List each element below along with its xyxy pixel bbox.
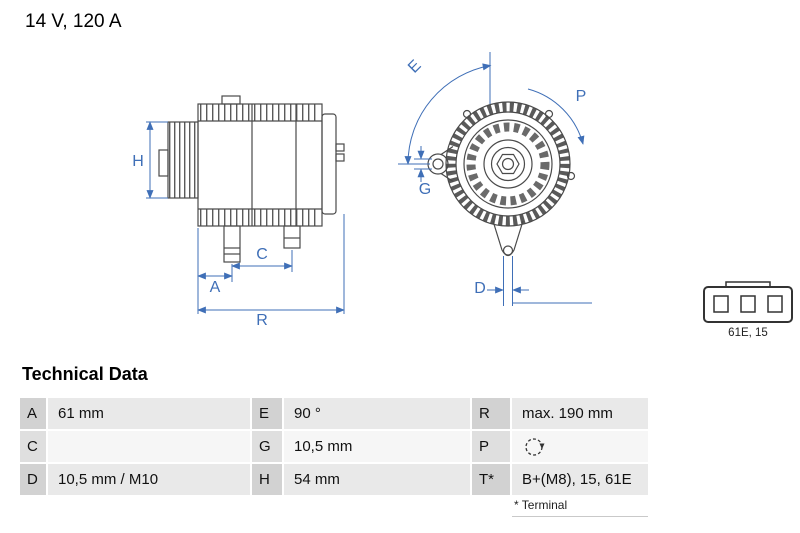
front-view-drawing: [427, 101, 576, 257]
value-cell-p: [512, 431, 648, 462]
technical-data-table: A 61 mm E 90 ° R max. 190 mm C G 10,5 mm…: [20, 398, 648, 495]
dim-label-r: R: [256, 312, 268, 329]
key-cell-h: H: [252, 464, 282, 495]
connector-plug-icon: [703, 281, 793, 323]
connector-label: 61E, 15: [728, 327, 768, 339]
dimension-lines: [146, 52, 592, 314]
footnote-divider: [512, 516, 648, 517]
alternator-technical-drawing: H A C R E P G D 61E, 15: [132, 52, 793, 339]
value-cell-a: 61 mm: [48, 398, 250, 429]
value-cell-g: 10,5 mm: [284, 431, 470, 462]
key-cell-p: P: [472, 431, 510, 462]
dim-label-d: D: [474, 280, 486, 297]
key-cell-e: E: [252, 398, 282, 429]
terminal-footnote: * Terminal: [514, 498, 568, 512]
dim-label-g: G: [419, 181, 431, 198]
dim-label-e: E: [405, 57, 425, 77]
rotation-direction-icon: [525, 437, 545, 456]
value-cell-e: 90 °: [284, 398, 470, 429]
key-cell-a: A: [20, 398, 46, 429]
key-cell-c: C: [20, 431, 46, 462]
value-cell-c: [48, 431, 250, 462]
key-cell-r: R: [472, 398, 510, 429]
key-cell-d: D: [20, 464, 46, 495]
side-view-drawing: [158, 95, 345, 263]
dim-label-c: C: [256, 246, 268, 263]
dim-label-h: H: [132, 153, 144, 170]
key-cell-g: G: [252, 431, 282, 462]
technical-data-title: Technical Data: [22, 364, 148, 384]
dim-label-a: A: [210, 279, 221, 296]
value-cell-t: B+(M8), 15, 61E: [512, 464, 648, 495]
value-cell-r: max. 190 mm: [512, 398, 648, 429]
value-cell-h: 54 mm: [284, 464, 470, 495]
value-cell-d: 10,5 mm / M10: [48, 464, 250, 495]
dim-label-p: P: [576, 88, 587, 105]
voltage-current-rating: 14 V, 120 A: [25, 11, 122, 32]
key-cell-t: T*: [472, 464, 510, 495]
